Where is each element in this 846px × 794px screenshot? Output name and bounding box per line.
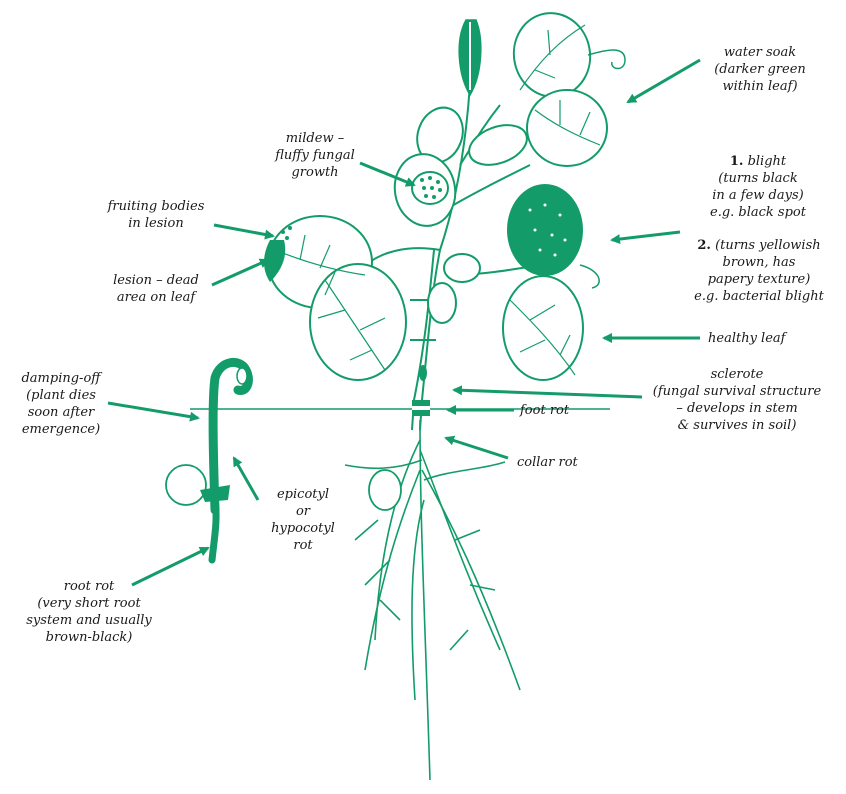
label-blight: 1. blight (turns black in a few days) e.… [688,136,828,221]
seedling-root [212,500,216,560]
label-blight-text: blight (turns black in a few days) e.g. … [710,154,806,220]
label-healthy-leaf: healthy leaf [708,330,838,347]
label-water-soak: water soak (darker green within leaf) [690,44,830,95]
label-damping-off: damping-off (plant dies soon after emerg… [6,370,116,438]
label-sclerote: sclerote (fungal survival structure – de… [642,366,832,434]
label-fruiting-bodies: fruiting bodies in lesion [96,198,216,232]
label-lesion: lesion – dead area on leaf [96,272,216,306]
root-nodule [369,470,401,510]
label-epicotyl: epicotyl or hypocotyl rot [258,486,348,554]
main-root-system [345,420,520,780]
healthy-leaf [503,276,583,380]
label-bacterial-number: 2. [697,238,711,253]
blight-leaf [508,185,582,275]
small-leaf-3 [444,254,480,282]
small-leaf-2 [464,118,533,172]
seed-cotyledon [166,465,206,505]
label-bacterial-blight: 2. (turns yellowish brown, has papery te… [684,220,834,305]
label-blight-number: 1. [730,154,744,169]
water-soak-leaf [527,90,607,166]
label-collar-rot: collar rot [517,454,607,471]
label-foot-rot: foot rot [520,402,600,419]
lower-left-leaf [310,264,406,380]
label-mildew: mildew – fluffy fungal growth [260,130,370,181]
sclerote-mark [419,365,427,381]
small-leaf-4 [428,283,456,323]
label-bacterial-text: (turns yellowish brown, has papery textu… [694,238,824,304]
label-root-rot: root rot (very short root system and usu… [14,578,164,646]
